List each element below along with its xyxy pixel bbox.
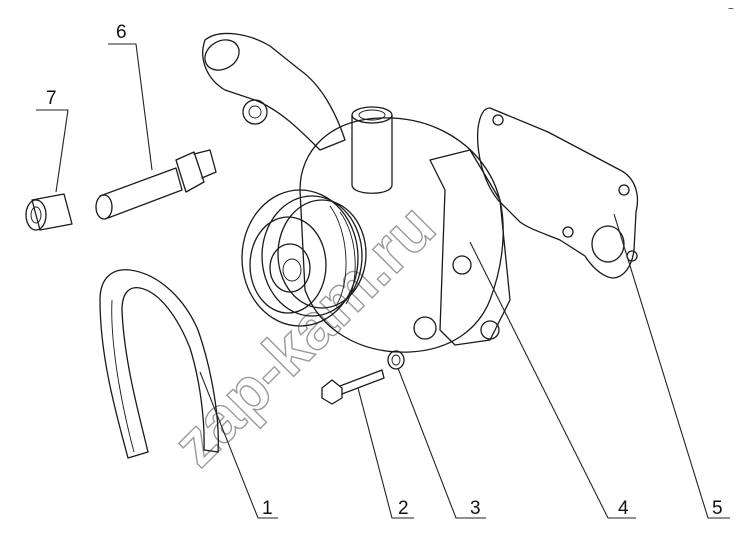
callout-6: 6 [116, 22, 127, 43]
leader-line-2 [357, 387, 414, 519]
leader-line-1 [199, 371, 278, 519]
fitting-tube [95, 149, 217, 220]
callout-3: 3 [470, 498, 481, 519]
leader-line-5 [613, 213, 730, 519]
washer [387, 350, 405, 370]
callout-2: 2 [398, 498, 409, 519]
bolt [321, 369, 385, 405]
water-pump-body [202, 32, 511, 353]
corner-mark: ~ [728, 4, 734, 15]
callout-4: 4 [618, 498, 629, 519]
gasket [476, 107, 639, 279]
leader-line-3 [397, 367, 486, 519]
leader-line-4 [469, 241, 636, 519]
leader-line-7 [36, 109, 69, 193]
sleeve [25, 193, 73, 231]
watermark: zap-kam.ru [159, 190, 449, 480]
callout-1: 1 [262, 498, 273, 519]
leader-lines [36, 43, 730, 519]
drive-belt [99, 269, 219, 459]
leader-line-6 [108, 43, 153, 171]
callout-5: 5 [712, 498, 723, 519]
callout-7: 7 [46, 88, 57, 109]
